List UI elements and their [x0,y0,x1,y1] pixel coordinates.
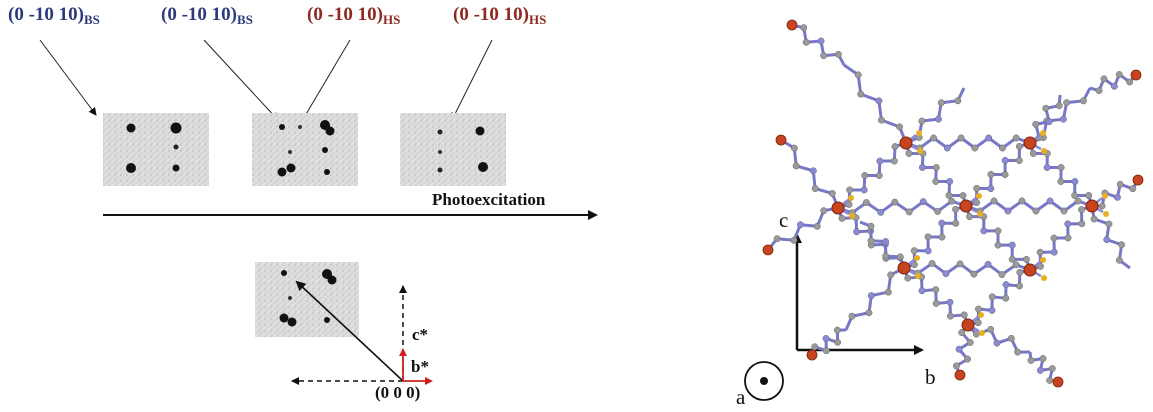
molecular-network [762,19,1144,388]
c-star-label: c* [412,325,429,344]
real-space-axes [744,233,924,401]
reflection-label-bs-2: (0 -10 10)BS [161,4,253,27]
reflection-label-hs-1: (0 -10 10)HS [307,4,401,27]
reflection-label-hs-2: (0 -10 10)HS [453,4,547,27]
diffraction-image-1 [103,113,209,186]
origin-label: (0 0 0) [375,383,421,402]
photoexcitation-label: Photoexcitation [432,190,546,209]
b-star-label: b* [411,357,429,376]
pointer-lines [39,39,493,122]
b-axis-label: b [925,365,936,389]
c-axis-label: c [779,208,789,232]
diffraction-image-2 [252,113,358,186]
reflection-label-bs-1: (0 -10 10)BS [8,4,100,27]
a-axis-label: a [736,385,746,409]
reciprocal-axes [291,280,433,385]
diffraction-image-3 [400,113,506,186]
